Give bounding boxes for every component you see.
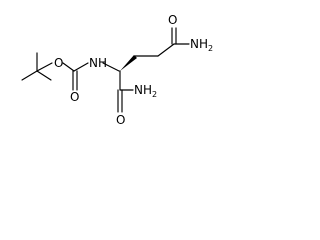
bond-alpha-c-side-chain-wedge (120, 55, 137, 71)
atom-label-carbamate-nh: NH (89, 56, 107, 70)
atom-label-bottom-amide-oxygen: O (116, 113, 125, 127)
bond-nh-alpha-c (102, 62, 120, 72)
chemical-structure-diagram: O NH2 NH O O NH2 O (21, 13, 213, 127)
atom-label-top-amide-subscript: 2 (208, 44, 213, 53)
atom-label-top-amide-nitrogen: NH2 (190, 37, 213, 53)
atom-label-top-amide-nh: NH (190, 37, 208, 51)
bond-carbamate-c-nh (73, 62, 89, 72)
atom-label-bottom-amide-nh: NH (134, 83, 152, 97)
bond-tbu-c-methyl-right (36, 70, 52, 81)
atom-label-bottom-amide-subscript: 2 (152, 90, 157, 99)
atom-label-carbamate-carbonyl-oxygen: O (70, 90, 79, 104)
bond-side-chain-ch2-amide-c (157, 43, 175, 57)
atom-label-bottom-amide-nitrogen: NH2 (134, 83, 157, 99)
bond-tbu-c-ester-o (36, 62, 53, 72)
atom-label-top-amide-oxygen: O (168, 13, 177, 27)
bond-ester-o-carbonyl-c (62, 62, 75, 72)
bond-tbu-c-methyl-left (21, 70, 38, 81)
atom-label-ester-oxygen: O (54, 56, 63, 70)
